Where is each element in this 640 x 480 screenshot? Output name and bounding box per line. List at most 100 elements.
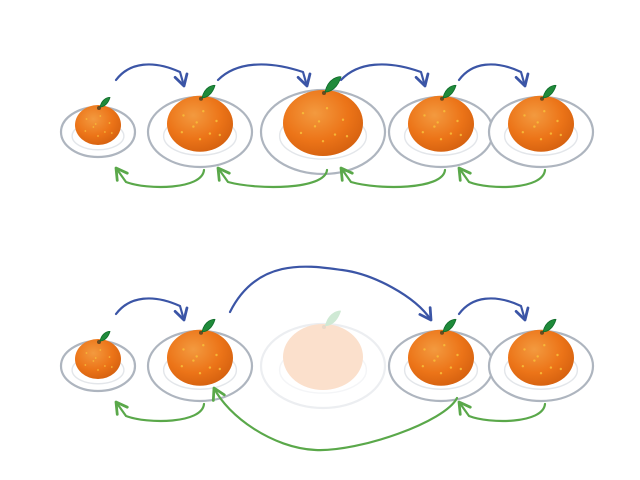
orange-speckle [202,110,205,113]
orange-speckle [85,352,88,354]
orange-speckle [456,353,459,357]
orange-speckle [436,355,439,358]
backward-arrow [211,386,459,452]
orange-speckle [94,357,97,359]
orange-speckle [182,114,185,117]
leaf-icon [442,318,457,333]
orange-speckle [97,135,99,137]
orange-speckle [433,359,436,362]
forward-arrow [457,63,530,88]
orange-speckle [301,111,305,115]
orange-speckle [536,355,539,358]
orange-speckle [85,118,88,120]
orange-speckle [92,360,95,362]
orange-speckle [110,132,113,134]
leaf-icon [442,84,457,99]
orange-speckle [539,372,543,375]
backward-arrow [457,400,547,423]
removed-orange-on-plate [259,310,387,410]
orange-icon [283,90,363,157]
orange-speckle [459,367,462,371]
orange-speckle [345,135,349,138]
orange-icon [167,95,233,152]
orange-speckle [559,367,562,371]
orange-on-plate [487,318,595,403]
orange-speckle [549,366,553,369]
orange-speckle [423,114,426,117]
forward-arrow [114,63,189,88]
orange-icon [75,339,121,379]
leaf-icon [201,84,216,99]
orange-speckle [97,369,99,371]
orange-speckle [456,119,459,123]
orange-speckle [317,120,321,123]
leaf-icon [542,318,557,333]
leaf-icon [201,318,216,333]
forward-arrow [228,265,433,322]
orange-speckle [198,372,202,375]
bottom-row [59,265,595,452]
orange-speckle [543,344,546,347]
orange-speckle [439,138,443,141]
orange-speckle [208,132,212,135]
orange-speckle [180,131,184,134]
orange-speckle [215,353,218,357]
orange-speckle [443,110,446,113]
orange-speckle [108,122,111,124]
orange-speckle [533,125,536,128]
orange-speckle [99,349,102,351]
orange-on-plate [387,84,495,169]
orange-speckle [299,131,303,135]
orange-icon [167,329,233,386]
orange-speckle [218,367,221,371]
orange-icon [408,329,474,386]
forward-arrow [339,63,430,88]
orange-on-plate [146,318,254,403]
leaf-icon [99,330,111,342]
orange-speckle [443,344,446,347]
orange-icon [508,329,574,386]
orange-speckle [543,110,546,113]
orange-speckle [533,359,536,362]
orange-speckle [182,348,185,351]
backward-arrow [114,166,206,189]
orange-speckle [218,133,221,137]
orange-speckle [523,114,526,117]
orange-speckle [556,119,559,123]
forward-arrow [114,297,189,322]
forward-arrow [216,63,312,88]
backward-arrow [339,166,447,189]
leaf-icon [324,76,342,93]
orange-speckle [94,123,97,125]
backward-arrow [457,166,547,189]
orange-speckle [521,365,525,368]
orange-speckle [110,366,113,368]
orange-on-plate [59,330,137,393]
orange-speckle [195,121,198,124]
orange-speckle [536,121,539,124]
orange-on-plate [259,76,387,176]
orange-speckle [436,121,439,124]
orange-speckle [523,348,526,351]
orange-icon [75,105,121,145]
orange-speckle [521,131,525,134]
orange-speckle [433,125,436,128]
orange-speckle [439,372,443,375]
backward-arrow [216,166,329,189]
orange-speckle [195,355,198,358]
orange-speckle [84,130,87,132]
top-row [59,63,595,189]
orange-on-plate [146,84,254,169]
orange-speckle [539,138,543,141]
orange-speckle [321,140,325,143]
orange-speckle [556,353,559,357]
orange-on-plate [387,318,495,403]
orange-speckle [104,131,106,133]
orange-speckle [192,125,195,128]
orange-icon [283,324,363,391]
orange-speckle [325,107,329,110]
orange-speckle [84,364,87,366]
orange-speckle [202,344,205,347]
orange-icon [508,95,574,152]
forward-arrow [457,297,530,322]
